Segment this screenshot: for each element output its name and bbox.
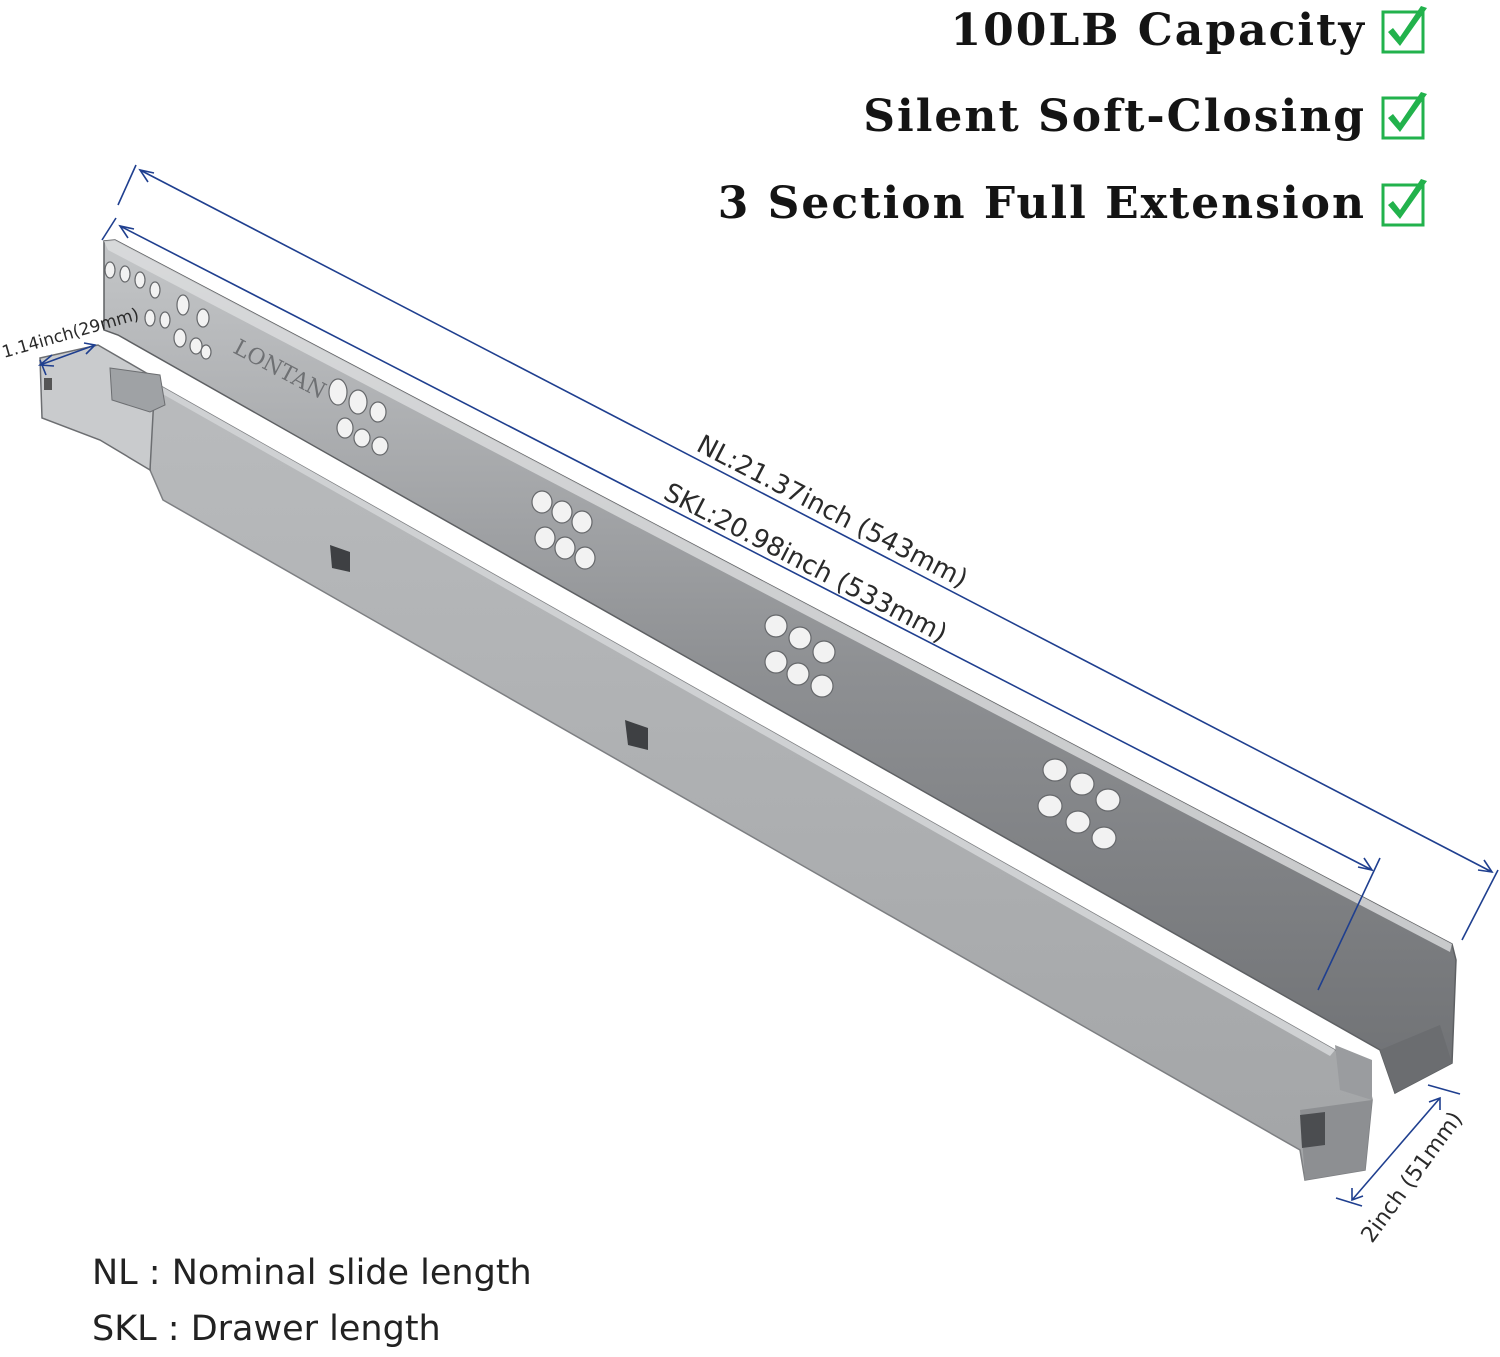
height-label: 2inch (51mm)	[1357, 1107, 1468, 1247]
legend-skl: SKL : Drawer length	[92, 1309, 441, 1349]
feature-capacity: 100LB Capacity	[951, 0, 1433, 60]
green-check-icon	[1381, 179, 1427, 227]
legend-nl: NL : Nominal slide length	[92, 1253, 532, 1293]
legend: NL : Nominal slide length SKL : Drawer l…	[92, 1245, 532, 1357]
feature-label: Silent Soft-Closing	[863, 90, 1366, 142]
green-check-icon	[1381, 6, 1427, 54]
dimension-lines	[37, 164, 1499, 1207]
green-check-icon	[1381, 92, 1427, 140]
front-member-slots	[330, 545, 648, 750]
slide-end-bracket	[39, 344, 166, 472]
feature-full-extension: 3 Section Full Extension	[718, 173, 1432, 233]
feature-label: 3 Section Full Extension	[717, 177, 1366, 229]
feature-label: 100LB Capacity	[950, 4, 1366, 56]
feature-soft-closing: Silent Soft-Closing	[863, 86, 1432, 146]
mounting-holes	[104, 261, 1121, 850]
slide-inner-member	[149, 378, 1373, 1181]
